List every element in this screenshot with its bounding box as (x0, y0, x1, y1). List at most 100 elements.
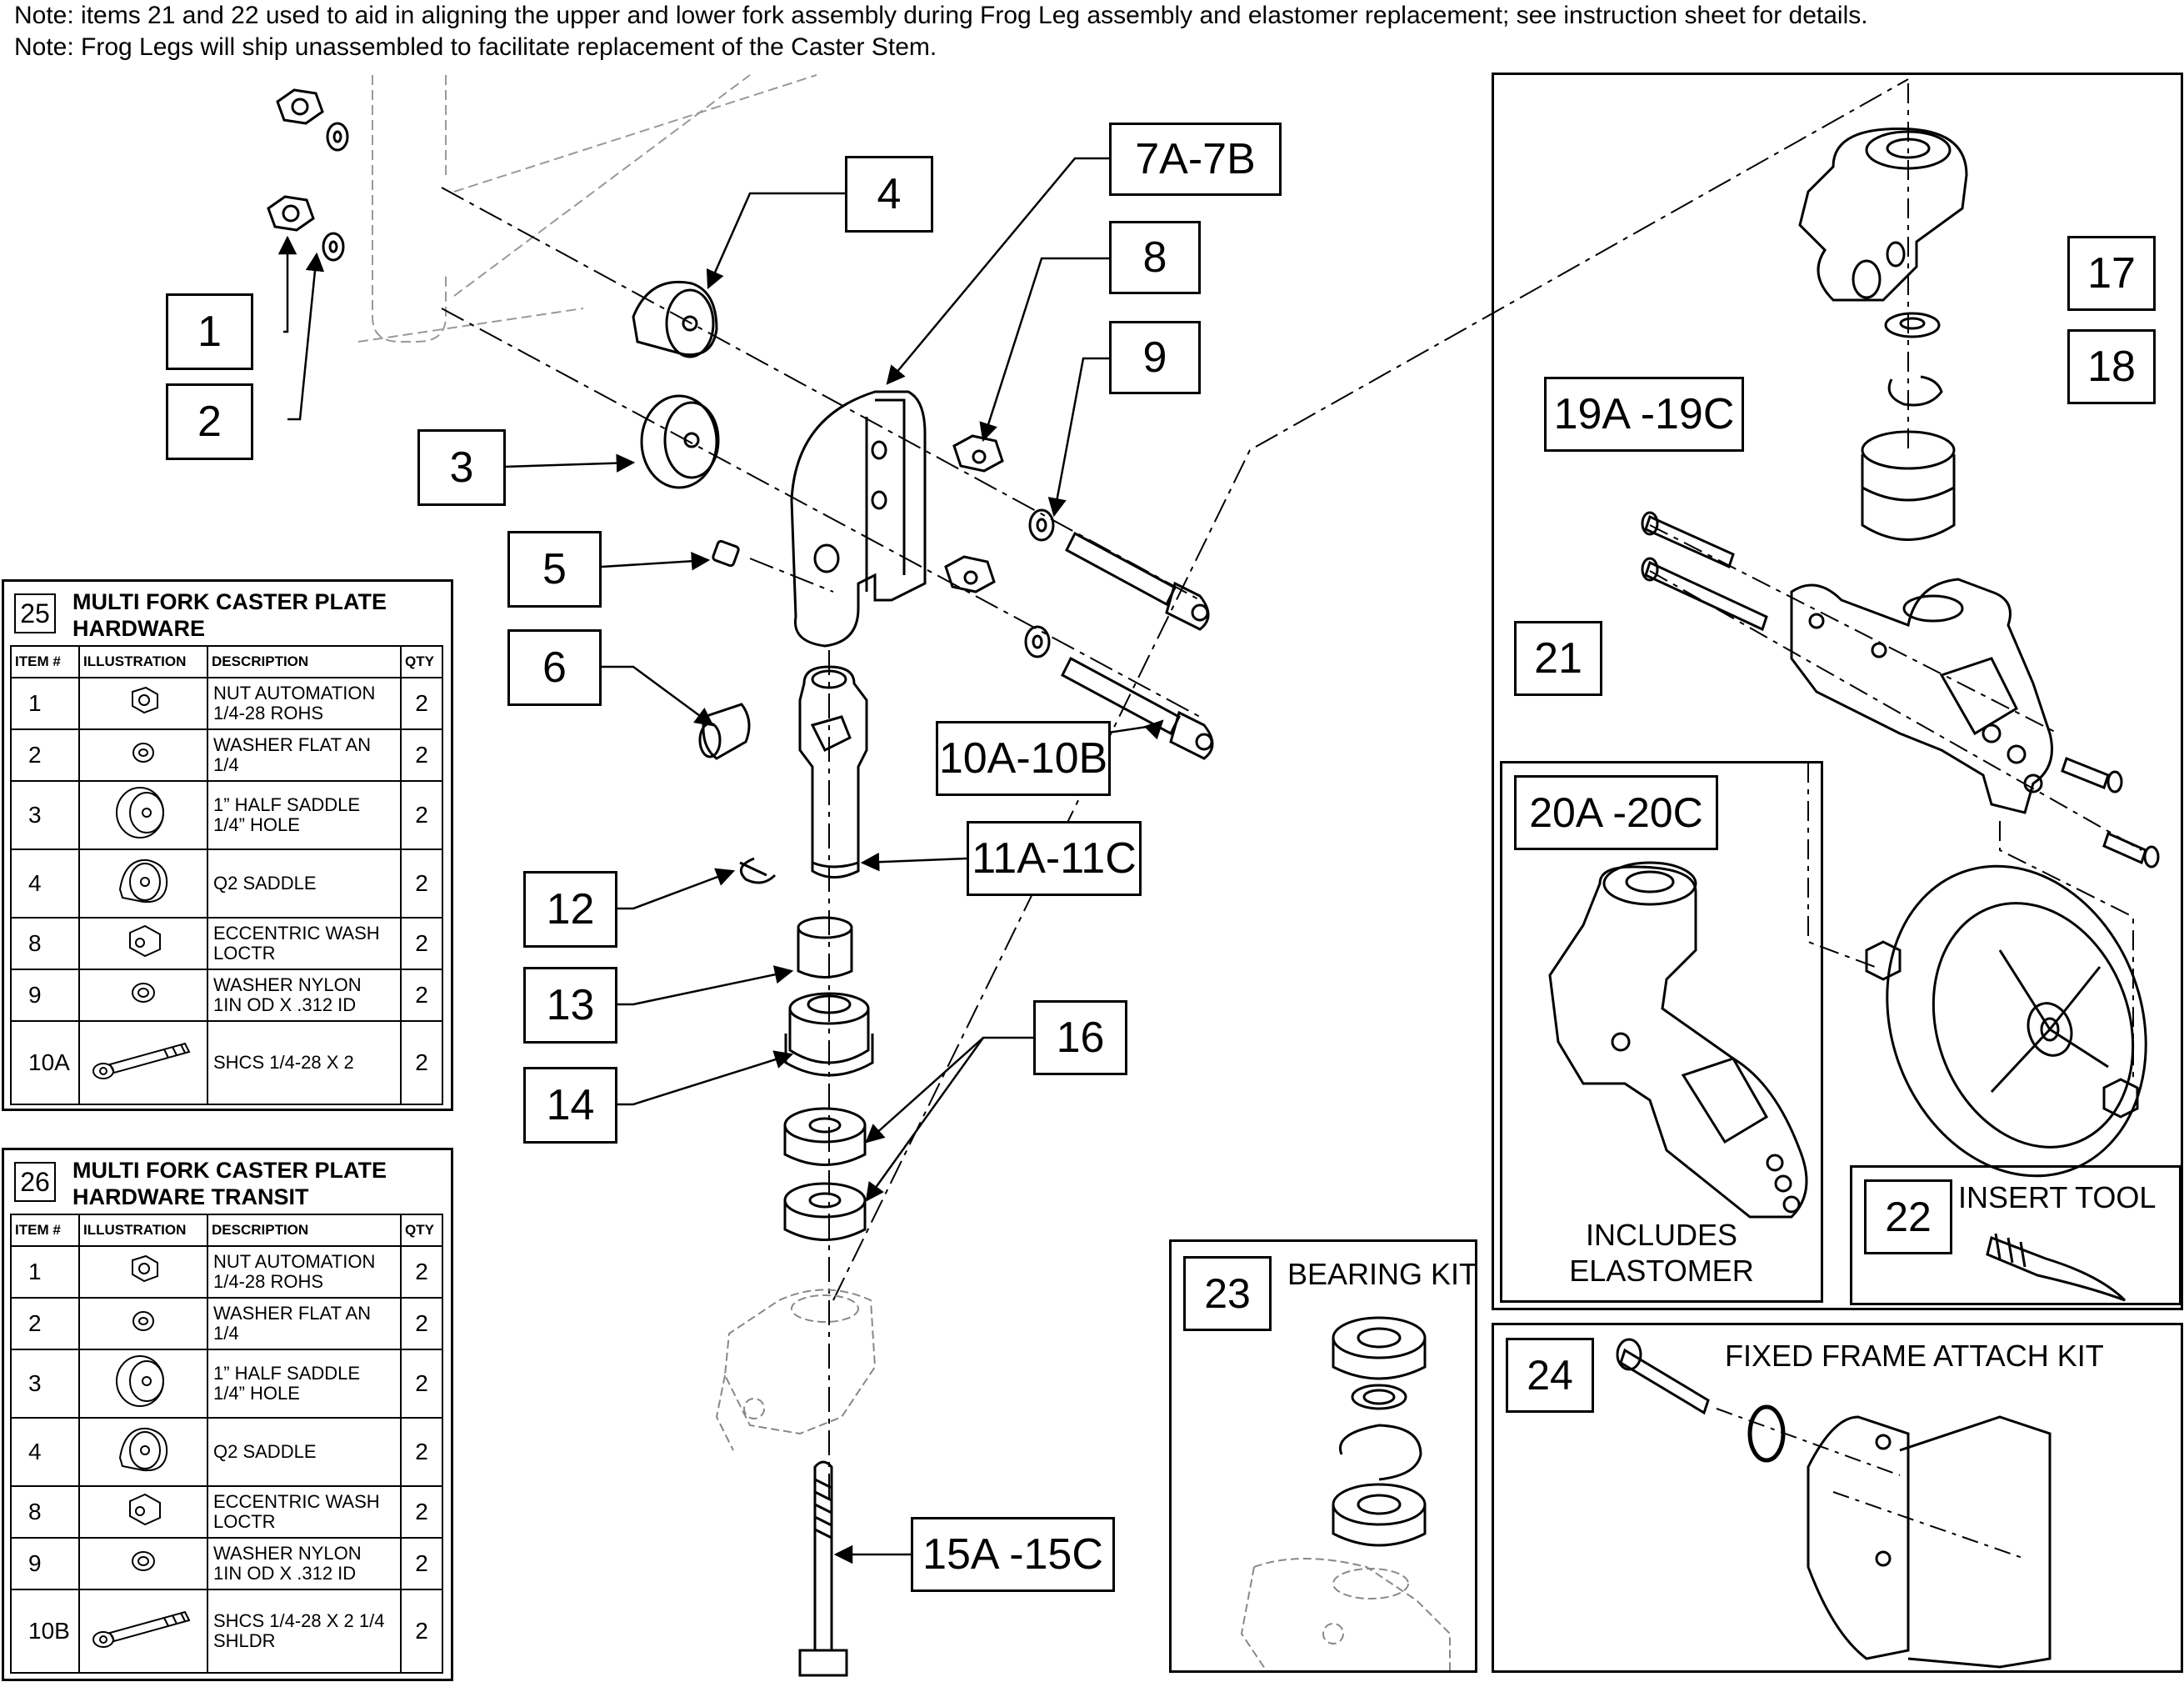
nut-upper (276, 88, 324, 125)
cell-item: 10B (10, 1589, 80, 1674)
panel-item-24-label: FIXED FRAME ATTACH KIT (1725, 1339, 2104, 1373)
cell-item: 3 (10, 1349, 80, 1419)
saddle-item-4 (632, 280, 718, 358)
description-line2: 1/4” HOLE (213, 1383, 300, 1404)
callout-item-3: 3 (417, 429, 506, 506)
header-qty: QTY (400, 1214, 443, 1247)
eccentric-nut-item-8-lower (944, 555, 996, 593)
description-line1: ECCENTRIC WASH (213, 1491, 380, 1512)
cell-qty: 2 (400, 1297, 443, 1350)
description-line1: SHCS 1/4-28 X 2 1/4 (213, 1610, 385, 1631)
panel-item-22 (1850, 1165, 2182, 1305)
leader-lines (277, 157, 1164, 1564)
panel-item-20-label-line2: ELASTOMER (1569, 1254, 1754, 1289)
panel-item-20-number: 20A -20C (1514, 775, 1718, 850)
caster-plate-item-7 (790, 390, 927, 648)
note-alignment-tools: Note: items 21 and 22 used to aid in ali… (14, 2, 1868, 29)
q2-saddle-icon (118, 859, 168, 904)
callout-item-19: 19A -19C (1544, 377, 1744, 452)
washer-upper (326, 122, 349, 152)
table-number: 26 (14, 1162, 56, 1202)
header-description: DESCRIPTION (207, 1214, 402, 1247)
frame-tube-phantom (357, 74, 817, 343)
cell-qty: 2 (400, 1589, 443, 1674)
panel-item-20 (1500, 761, 1823, 1303)
cell-illustration (78, 1485, 208, 1539)
cell-item: 8 (10, 917, 80, 970)
cell-description: SHCS 1/4-28 X 2 (207, 1020, 402, 1105)
cell-illustration (78, 1417, 208, 1487)
header-qty: QTY (400, 645, 443, 678)
cell-qty: 2 (400, 1349, 443, 1419)
cell-qty: 2 (400, 1485, 443, 1539)
panel-item-24 (1492, 1323, 2183, 1673)
header-illustration: ILLUSTRATION (78, 645, 208, 678)
callout-item-7: 7A-7B (1109, 123, 1282, 196)
callout-item-21: 21 (1514, 621, 1602, 696)
description-line1: WASHER NYLON (213, 1543, 362, 1564)
cell-item: 1 (10, 677, 80, 730)
cell-qty: 2 (400, 969, 443, 1022)
callout-item-2: 2 (166, 383, 253, 460)
description-line1: NUT AUTOMATION (213, 683, 376, 703)
description-line1: NUT AUTOMATION (213, 1251, 376, 1272)
header-description: DESCRIPTION (207, 645, 402, 678)
callout-item-18: 18 (2067, 329, 2156, 404)
nut-icon (132, 686, 158, 714)
bolt-icon (92, 1042, 191, 1079)
description-line1: 1” HALF SADDLE (213, 794, 361, 815)
insert-tool-item-22 (1986, 1233, 2127, 1302)
cell-qty: 2 (400, 1245, 443, 1299)
table-title-line1: MULTI FORK CASTER PLATE (72, 589, 387, 614)
table-number: 25 (14, 593, 56, 633)
panel-item-22-number: 22 (1864, 1179, 1952, 1254)
callout-item-12: 12 (523, 871, 617, 948)
header-illustration: ILLUSTRATION (78, 1214, 208, 1247)
cell-item: 3 (10, 780, 80, 850)
cell-item: 4 (10, 1417, 80, 1487)
description-line1: WASHER NYLON (213, 974, 362, 995)
nut-icon (132, 1254, 158, 1283)
callout-item-6: 6 (507, 629, 602, 706)
callout-item-13: 13 (523, 967, 617, 1044)
cell-qty: 2 (400, 1417, 443, 1487)
note-unassembled-shipping: Note: Frog Legs will ship unassembled to… (14, 33, 937, 61)
bolt-item-10-upper (1065, 531, 1210, 631)
cell-illustration (78, 849, 208, 919)
cell-illustration (78, 780, 208, 850)
description-line2: 1IN OD X .312 ID (213, 994, 357, 1015)
callout-item-15: 15A -15C (911, 1517, 1115, 1592)
frog-leg-assembly-panel (1492, 73, 2183, 1310)
pins-item-21 (1641, 511, 1768, 632)
lower-fork-part (1790, 578, 2053, 814)
callout-item-14: 14 (523, 1067, 617, 1144)
cell-item: 9 (10, 1537, 80, 1590)
description-line1: WASHER FLAT AN (213, 734, 372, 755)
cell-item: 1 (10, 1245, 80, 1299)
bushing-item-13 (797, 916, 853, 979)
caster-stem-item-11 (798, 665, 868, 879)
table-title-line1: MULTI FORK CASTER PLATE (72, 1158, 387, 1183)
description-line2: 1/4 (213, 754, 239, 775)
cell-illustration (78, 1297, 208, 1350)
description-line2: LOCTR (213, 943, 276, 964)
